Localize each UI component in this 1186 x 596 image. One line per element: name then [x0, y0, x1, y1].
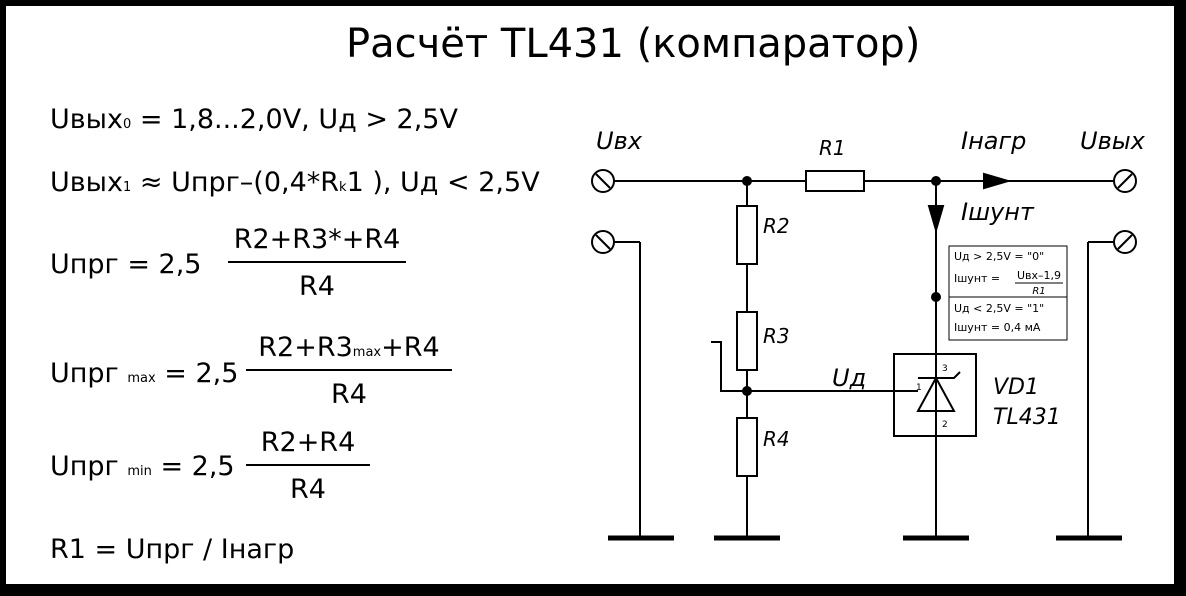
formula-uout1-lhs: Uвых	[50, 167, 123, 198]
note-line-4: Iшунт = 0,4 мА	[954, 321, 1041, 334]
terminal-mark	[1117, 234, 1133, 250]
formula-uout0: Uвых0 = 1,8...2,0V, Uд > 2,5V	[50, 106, 458, 133]
resistor-r2	[736, 205, 758, 265]
terminal-mark	[595, 173, 611, 189]
terminal-mark	[1117, 173, 1133, 189]
formula-uprg-min-sub: min	[127, 464, 152, 479]
label-r3: R3	[763, 324, 790, 348]
pin-2-label: 2	[942, 420, 948, 430]
formula-uprg-max-denominator: R4	[331, 379, 367, 410]
drawing-sheet: Расчёт TL431 (компаратор) Uвых0 = 1,8...…	[4, 4, 1176, 586]
terminal-uin-top	[591, 169, 615, 193]
label-iload: Iнагр	[961, 127, 1026, 155]
resistor-r4	[736, 417, 758, 477]
note-box	[948, 245, 1068, 341]
label-r1: R1	[819, 136, 846, 160]
resistor-r1	[805, 170, 865, 192]
page-title: Расчёт TL431 (компаратор)	[346, 21, 921, 67]
numerator-part-a: R2+R3	[258, 332, 353, 363]
formula-uout0-lhs: Uвых	[50, 104, 123, 135]
label-vd1: VD1	[993, 375, 1039, 400]
formula-uprg-min-eq: = 2,5	[160, 451, 235, 482]
formula-uprg-denominator: R4	[299, 271, 335, 302]
formula-uout1-sub: 1	[122, 180, 132, 195]
formula-uprg-max-lhs: Uпрг max = 2,5	[50, 360, 238, 387]
label-uout: Uвых	[1080, 127, 1146, 155]
shunt-current-arrow	[927, 205, 945, 234]
formula-r1: R1 = Uпрг / Iнагр	[50, 534, 295, 565]
note-line-3: Uд < 2,5V = "1"	[954, 302, 1044, 315]
tl431-diode-triangle	[916, 375, 956, 412]
junction-dot	[742, 176, 752, 186]
label-uin: Uвх	[596, 127, 643, 155]
formula-uprg-lhs: Uпрг = 2,5	[50, 249, 202, 280]
fraction-bar	[228, 261, 406, 263]
formula-uprg-min-name: Uпрг	[50, 451, 119, 482]
note-line-2-lhs: Iшунт =	[954, 272, 1000, 285]
pin-1-label: 1	[916, 383, 922, 393]
formula-uprg-max-sub: max	[127, 371, 156, 386]
formula-uprg-max-fraction: R2+R3max+R4 R4	[246, 334, 452, 408]
label-r4: R4	[763, 427, 790, 451]
formula-uprg-min-fraction: R2+R4 R4	[246, 429, 370, 503]
formula-uout0-sub: 0	[122, 117, 132, 132]
note-line-2-den: R1	[1032, 286, 1045, 297]
r3-wiper	[711, 341, 747, 392]
terminal-mark	[595, 234, 611, 250]
formula-uprg-min-lhs: Uпрг min = 2,5	[50, 453, 235, 480]
junction-dot	[931, 176, 941, 186]
terminal-uout-top	[1113, 169, 1137, 193]
label-ishunt: Iшунт	[961, 198, 1035, 226]
fraction-bar	[246, 369, 452, 371]
formula-uout1-rhs-a: ≈ Uпрг–(0,4*R	[139, 167, 340, 198]
fraction-bar	[246, 464, 370, 466]
junction-dot	[931, 292, 941, 302]
tl431-cathode-bar	[918, 371, 961, 379]
load-current-arrow	[983, 172, 1012, 190]
junction-dot	[742, 386, 752, 396]
formula-uout0-rhs: = 1,8...2,0V, Uд > 2,5V	[139, 104, 458, 135]
formula-uprg-max-eq: = 2,5	[164, 358, 239, 389]
formula-uout1-rhs-sub: k	[339, 180, 347, 195]
formula-uprg-max-name: Uпрг	[50, 358, 119, 389]
numerator-part-b: +R4	[381, 332, 440, 363]
note-line-2-num: Uвх–1,9	[1017, 269, 1061, 282]
circuit-schematic: Uвх Uвых R1 Iнагр Iшунт R2 R3 R4 Uд VD1 …	[591, 127, 1146, 541]
pin-3-label: 3	[942, 364, 948, 374]
numerator-sub: max	[352, 345, 382, 360]
label-tl431: TL431	[993, 405, 1061, 430]
formula-uprg-max-numerator: R2+R3max+R4	[246, 334, 452, 361]
formula-uout1: Uвых1 ≈ Uпрг–(0,4*Rk1 ), Uд < 2,5V	[50, 169, 540, 196]
note-line-1: Uд > 2,5V = "0"	[954, 250, 1044, 263]
formula-uout1-rhs-b: 1 ), Uд < 2,5V	[346, 167, 540, 198]
formula-uprg-fraction: R2+R3*+R4 R4	[228, 226, 406, 300]
resistor-r3	[736, 311, 758, 371]
formula-uprg-min-denominator: R4	[290, 474, 326, 505]
label-ud: Uд	[832, 364, 866, 392]
formula-uprg-min-numerator: R2+R4	[260, 427, 356, 458]
label-r2: R2	[763, 214, 790, 238]
formula-uprg-numerator: R2+R3*+R4	[233, 224, 401, 255]
